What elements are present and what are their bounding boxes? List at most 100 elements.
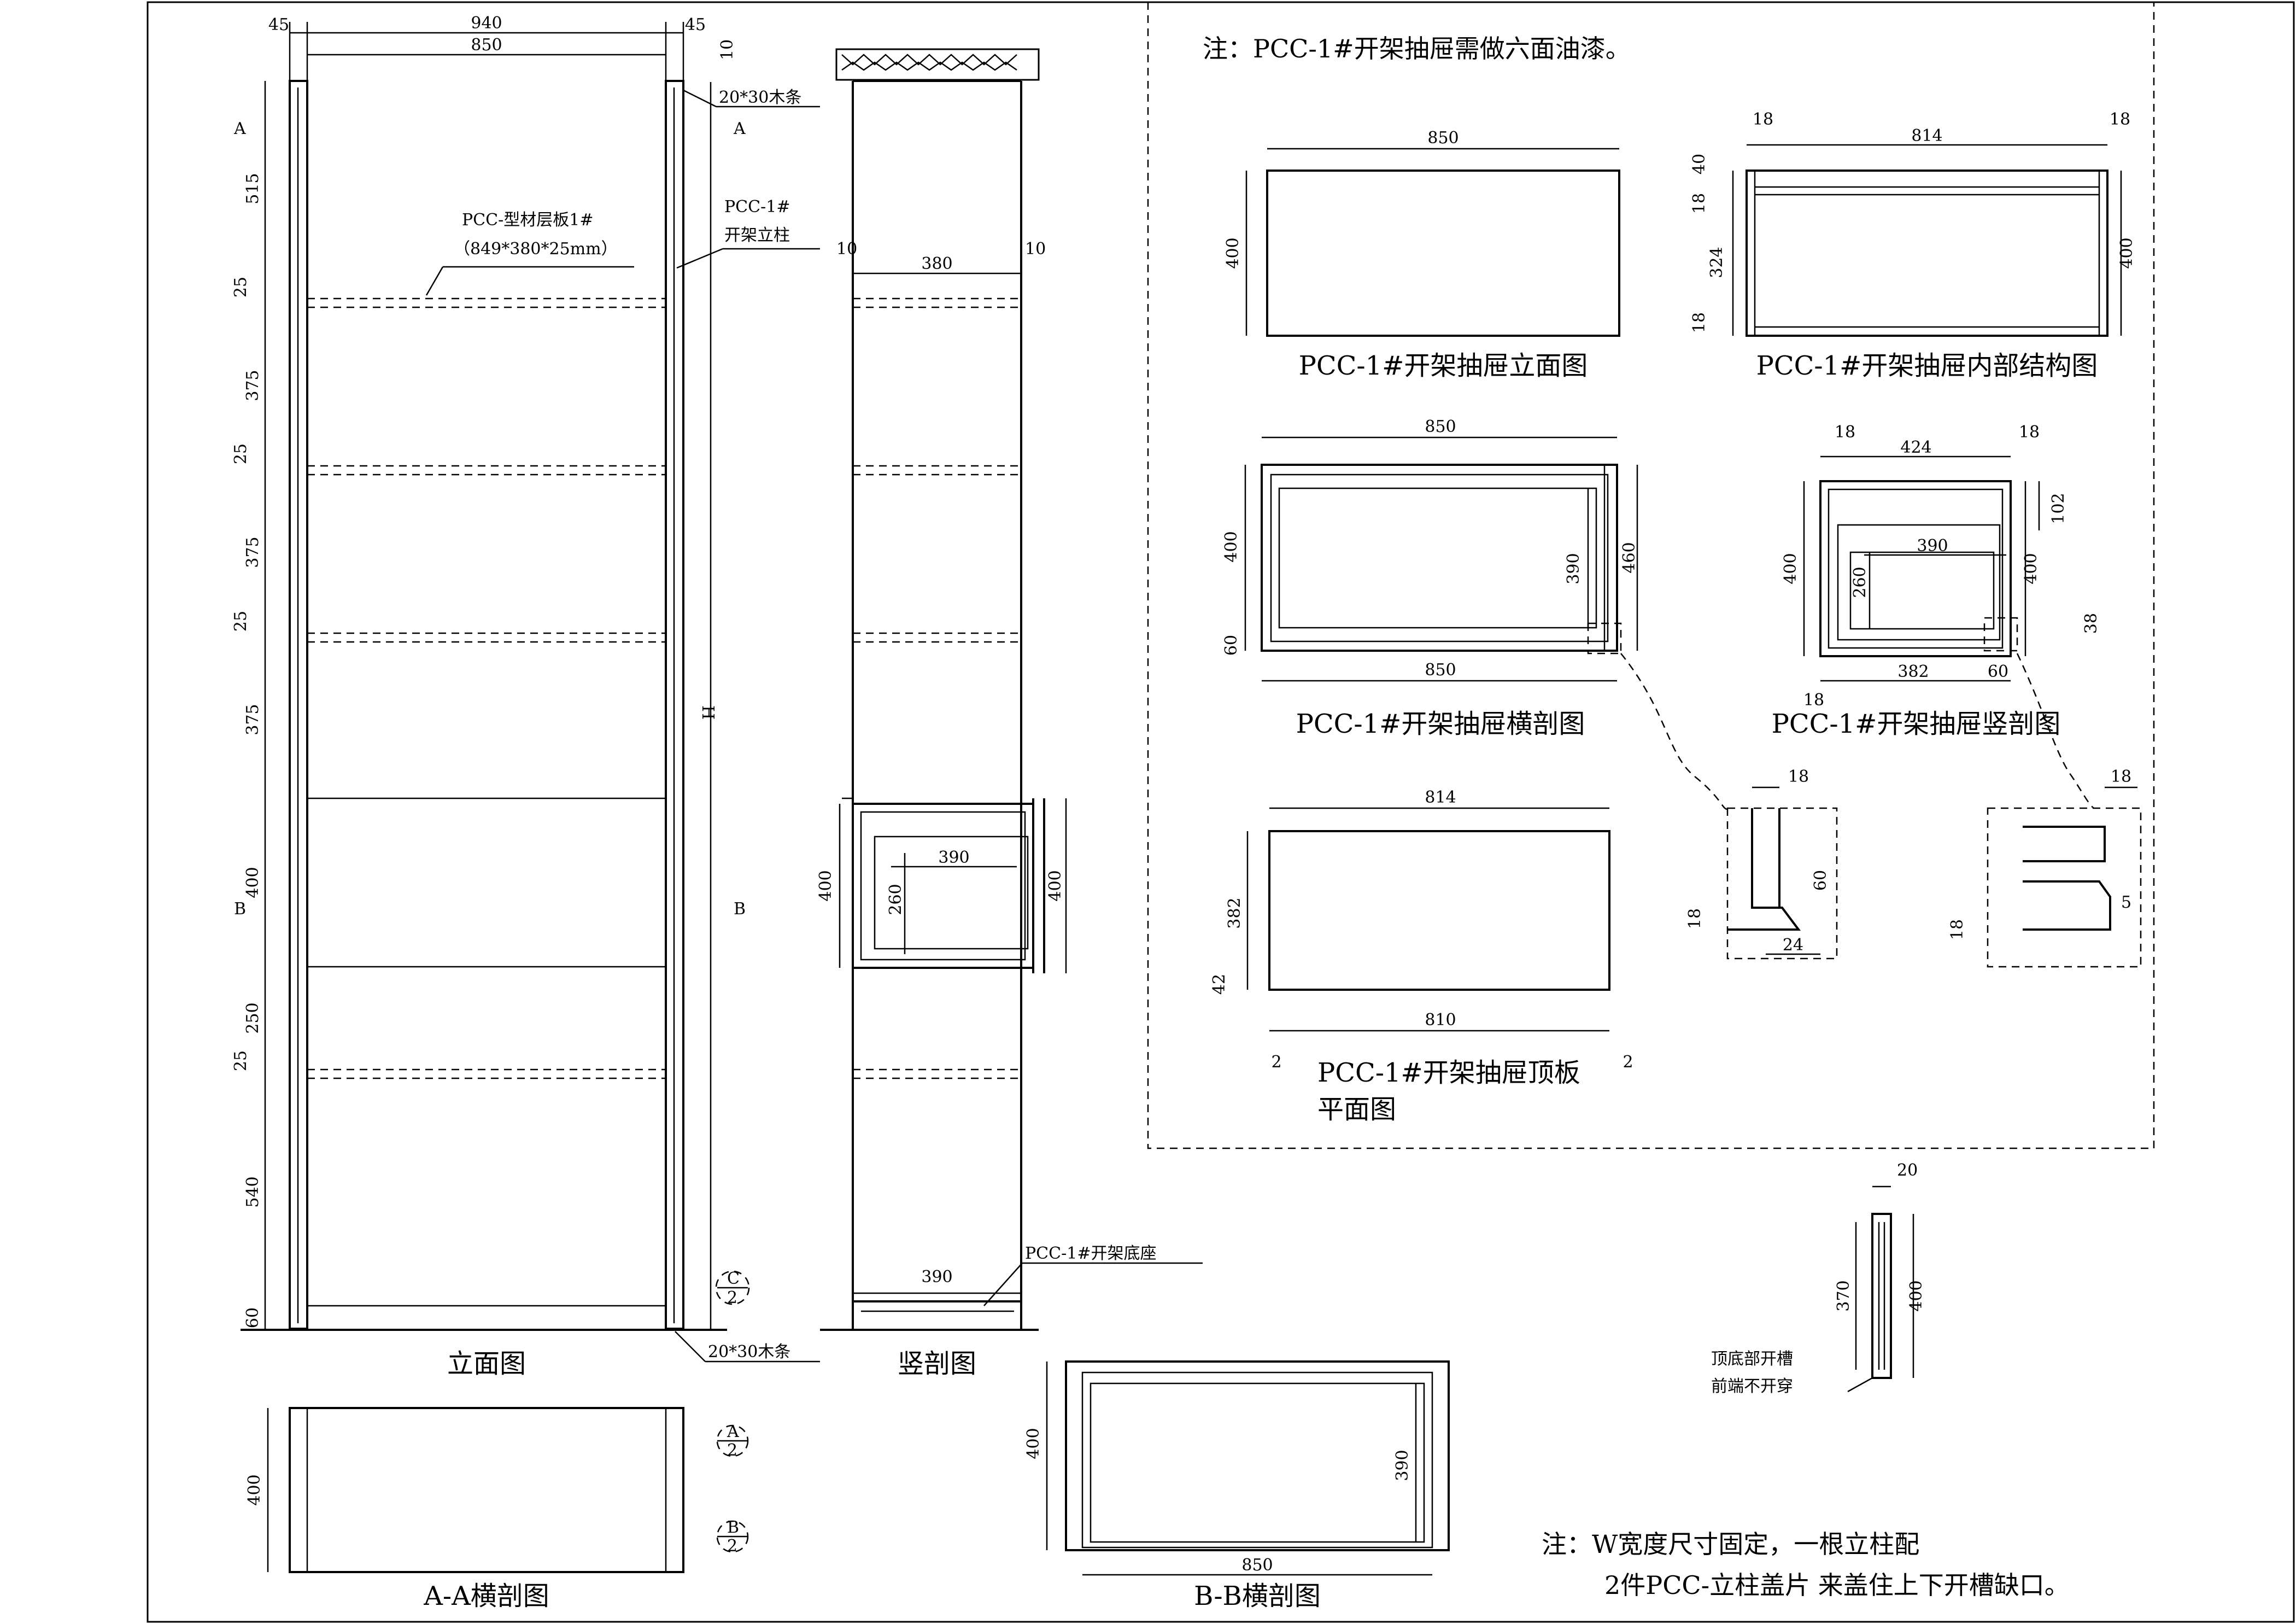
left-dim-chain: 515 25 375 25 375 25 375 400 250 25 540 … [231, 173, 262, 1328]
sheet-border [147, 1, 2295, 1623]
drawer-elevation-view: 850 400 PCC-1#开架抽屉立面图 [1223, 128, 1620, 381]
section-drawer-inner-height: 260 [886, 884, 905, 915]
svg-text:400: 400 [1223, 237, 1243, 268]
svg-text:460: 460 [1620, 542, 1639, 573]
dim-top-940: 940 [471, 14, 502, 33]
drawer-vertical-section-title: PCC-1#开架抽屉竖剖图 [1772, 709, 2061, 739]
svg-text:400: 400 [1907, 1280, 1926, 1311]
section-bb-view: 400 390 850 B-B横剖图 [1024, 1360, 1450, 1611]
svg-text:814: 814 [1911, 126, 1942, 145]
section-dim-10-right: 10 [1025, 239, 1046, 259]
detail-view-1: 18 60 18 24 [1620, 653, 1838, 960]
svg-text:18: 18 [2111, 767, 2131, 786]
post-detail-note-2: 前端不开穿 [1711, 1377, 1793, 1396]
detail-mark-circle [715, 1270, 750, 1305]
svg-text:18: 18 [1835, 423, 1855, 442]
svg-text:60: 60 [243, 1307, 262, 1328]
svg-text:B: B [727, 1518, 739, 1537]
svg-text:18: 18 [1690, 193, 1709, 214]
svg-text:250: 250 [243, 1002, 262, 1033]
drawer-horizontal-section-view: 850 400 60 390 460 850 PCC-1#开架抽屉横剖图 [1222, 417, 1639, 739]
svg-text:2: 2 [727, 1441, 737, 1460]
svg-text:400: 400 [2022, 553, 2041, 584]
section-mark-a-left: A [233, 119, 246, 138]
drawer-vertical-section-view: 18 424 18 102 390 400 260 400 38 18 382 … [1772, 423, 2101, 739]
svg-text:25: 25 [231, 1050, 250, 1071]
svg-text:370: 370 [1834, 1280, 1853, 1311]
dim-top-right-45: 45 [685, 15, 706, 34]
svg-text:400: 400 [2117, 237, 2136, 268]
section-aa-view: 400 A 2 B 2 A-A横剖图 [245, 1407, 749, 1611]
top-note: 注：PCC-1#开架抽屉需做六面油漆。 [1203, 34, 1631, 63]
svg-text:2: 2 [727, 1537, 737, 1556]
svg-text:60: 60 [1811, 870, 1830, 891]
svg-text:390: 390 [1393, 1450, 1412, 1481]
drawer-elevation-title: PCC-1#开架抽屉立面图 [1299, 350, 1588, 381]
elevation-title: 立面图 [447, 1348, 526, 1379]
section-dim-380: 380 [921, 254, 952, 273]
shelf-name-label: PCC-型材层板1# [462, 211, 593, 230]
svg-text:850: 850 [1425, 417, 1456, 436]
svg-text:2: 2 [1271, 1053, 1281, 1072]
svg-text:25: 25 [231, 277, 250, 297]
dim-top-10: 10 [718, 39, 737, 60]
detail-mark-sheet: 2 [727, 1288, 737, 1307]
svg-text:850: 850 [1241, 1556, 1273, 1575]
svg-text:A: A [727, 1422, 739, 1441]
svg-text:814: 814 [1425, 788, 1456, 807]
svg-text:850: 850 [1425, 661, 1456, 680]
shelf-size-label: （849*380*25mm） [454, 239, 618, 259]
svg-text:102: 102 [2049, 493, 2068, 524]
svg-text:60: 60 [1222, 635, 1241, 656]
svg-text:38: 38 [2082, 613, 2101, 634]
svg-text:400: 400 [245, 1474, 264, 1505]
detail-view-2: 18 5 18 [1948, 653, 2142, 968]
svg-text:400: 400 [1222, 531, 1241, 562]
svg-text:60: 60 [1988, 662, 2008, 681]
svg-text:400: 400 [1024, 1428, 1043, 1459]
svg-text:25: 25 [231, 611, 250, 632]
svg-text:5: 5 [2121, 893, 2131, 912]
wood-strip-bottom-label: 20*30木条 [708, 1342, 790, 1362]
bottom-note-line1: 注：W宽度尺寸固定，一根立柱配 [1542, 1529, 1919, 1559]
post-name-label: PCC-1# [724, 197, 790, 217]
post-detail-note-1: 顶底部开槽 [1711, 1350, 1793, 1369]
section-mark-a-right: A [733, 119, 746, 138]
svg-text:390: 390 [1917, 536, 1948, 556]
section-base-width: 390 [921, 1267, 952, 1287]
svg-text:42: 42 [1210, 974, 1229, 995]
svg-text:18: 18 [1948, 919, 1967, 940]
section-mark-b-left: B [234, 899, 246, 919]
svg-text:18: 18 [1685, 908, 1705, 929]
svg-text:540: 540 [243, 1176, 262, 1207]
drawer-top-plate-view: 814 382 42 810 2 2 PCC-1#开架抽屉顶板 平面图 [1210, 788, 1633, 1125]
post-desc-label: 开架立柱 [724, 226, 790, 245]
detail-mark-letter: C [727, 1269, 740, 1288]
drawer-horizontal-section-title: PCC-1#开架抽屉横剖图 [1296, 709, 1585, 739]
section-bb-title: B-B横剖图 [1194, 1581, 1321, 1611]
svg-text:324: 324 [1707, 247, 1726, 278]
base-plinth [852, 1300, 1022, 1331]
base-label: PCC-1#开架底座 [1025, 1244, 1156, 1263]
bottom-note-line2: 2件PCC-立柱盖片 来盖住上下开槽缺口。 [1604, 1570, 2070, 1600]
svg-text:400: 400 [1781, 553, 1800, 584]
svg-text:375: 375 [243, 370, 262, 401]
svg-text:850: 850 [1427, 128, 1459, 148]
wood-strip-top-label: 20*30木条 [719, 88, 801, 107]
section-title: 竖剖图 [898, 1348, 976, 1379]
svg-text:390: 390 [1564, 553, 1583, 584]
svg-text:40: 40 [1690, 154, 1709, 174]
section-drawer-height: 400 [816, 870, 835, 901]
shelf-lines [307, 297, 666, 1307]
drawer-internal-title: PCC-1#开架抽屉内部结构图 [1756, 350, 2098, 381]
height-label: H [698, 705, 717, 720]
dim-top-left-45: 45 [268, 15, 289, 34]
section-dim-10-left: 10 [836, 239, 857, 259]
dim-top-850: 850 [471, 36, 502, 55]
section-aa-title: A-A横剖图 [423, 1581, 549, 1611]
svg-text:810: 810 [1425, 1010, 1456, 1030]
svg-text:18: 18 [2110, 110, 2130, 129]
section-drawer-box [852, 803, 1034, 969]
drawer-top-plate-title-2: 平面图 [1317, 1094, 1396, 1125]
